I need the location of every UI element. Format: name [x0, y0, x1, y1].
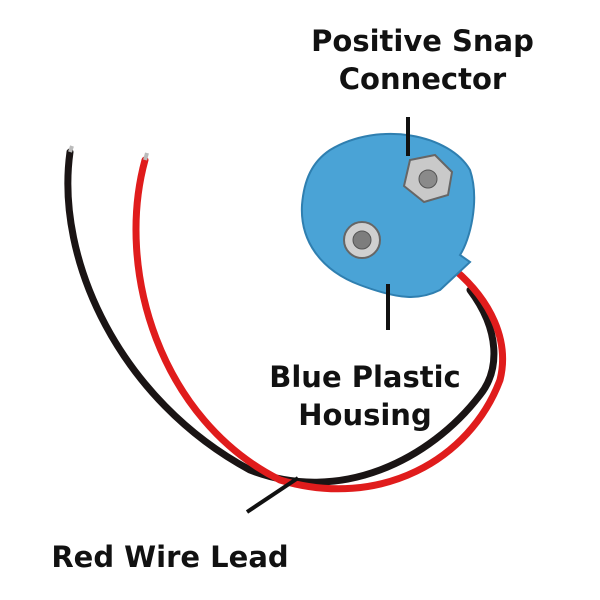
red-wire — [132, 156, 507, 493]
housing-label: Blue Plastic Housing — [250, 358, 480, 434]
red-wire-label: Red Wire Lead — [51, 540, 289, 574]
housing-label-line2: Housing — [298, 398, 432, 432]
red-wire-pointer — [245, 476, 300, 514]
housing-label-line1: Blue Plastic — [269, 360, 461, 394]
black-wire-tip — [68, 145, 74, 153]
blue-plastic-housing — [300, 132, 476, 298]
positive-snap-label: Positive Snap Connector — [300, 22, 545, 98]
black-wire — [64, 148, 498, 486]
positive-snap-label-line1: Positive Snap — [311, 24, 534, 58]
positive-snap-label-line2: Connector — [338, 62, 507, 96]
red-wire-tip — [143, 152, 149, 161]
